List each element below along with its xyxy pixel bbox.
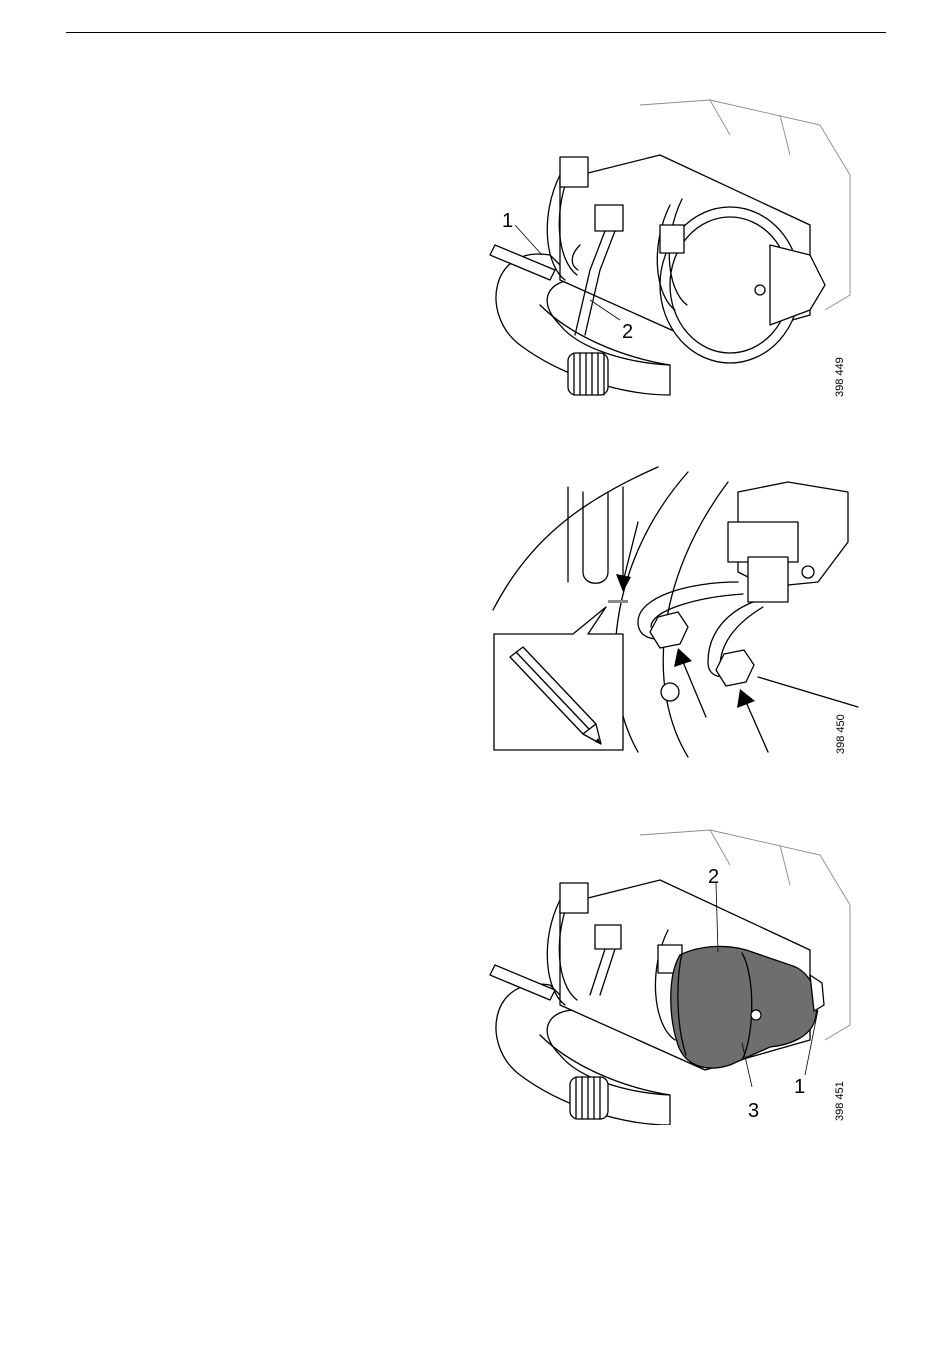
header-rule: [66, 32, 886, 33]
sensor-connector: [595, 205, 623, 231]
arrow-nut-right: [737, 689, 768, 752]
clamp-bracket-1: [560, 883, 588, 913]
figure-1-drawing: 1 2 398 449: [480, 95, 860, 405]
sensor-plug: [748, 557, 788, 602]
figure-number: 398 451: [834, 1081, 846, 1121]
callout-2: 2: [622, 321, 633, 343]
callout-3: 3: [748, 1100, 759, 1122]
callout-2: 2: [708, 866, 719, 888]
engine-detail: [710, 100, 790, 155]
center-bolt: [751, 1010, 761, 1020]
figure-number: 398 449: [834, 357, 846, 397]
figure-2-drawing: 398 450: [488, 462, 860, 762]
leader-1: [515, 225, 542, 255]
figure-3-drawing: 2 1 3 398 451: [480, 825, 860, 1125]
arrow-nut-left: [674, 648, 706, 717]
figure-number: 398 450: [835, 714, 847, 754]
callout-1: 1: [502, 210, 513, 232]
callout-1: 1: [794, 1076, 805, 1098]
washer: [661, 683, 679, 701]
figure-3: 2 1 3 398 451: [480, 825, 860, 1125]
figure-1: 1 2 398 449: [480, 95, 860, 405]
marking-line: [608, 600, 628, 603]
pencil-inset: [494, 607, 623, 750]
figure-2: 398 450: [488, 462, 860, 762]
clamp-bracket-1: [560, 157, 588, 187]
sensor-connector: [595, 925, 621, 949]
corrugated-hose: [568, 353, 608, 395]
center-bolt: [755, 285, 765, 295]
clamp-bracket-2: [660, 225, 684, 253]
sensor-block: [728, 522, 798, 562]
outlet-cone: [770, 245, 825, 325]
corrugated-hose: [570, 1077, 608, 1119]
